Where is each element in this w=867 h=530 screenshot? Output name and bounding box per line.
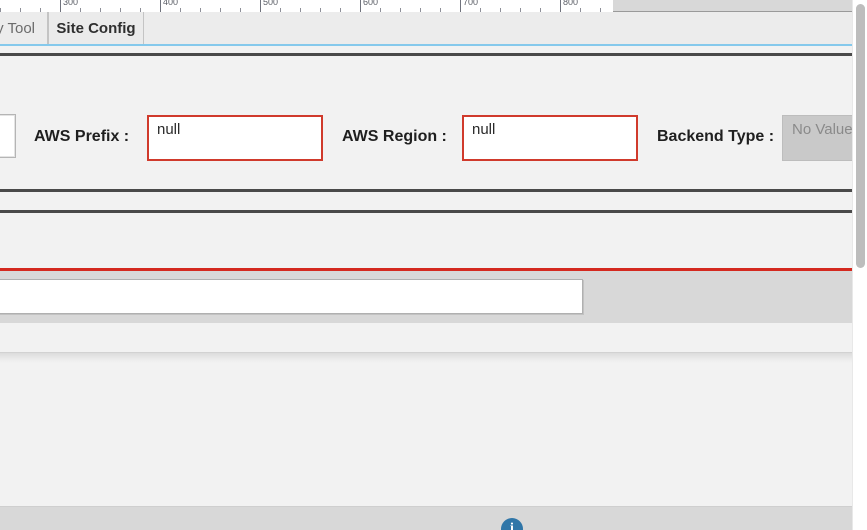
ruler-label: 500 xyxy=(263,0,279,7)
tab-deploy-tool[interactable]: y Tool xyxy=(0,12,48,46)
ruler-minor-tick xyxy=(500,8,501,12)
ruler-minor-tick xyxy=(600,8,601,12)
config-form-row: AWS Prefix : null AWS Region : null Back… xyxy=(0,59,867,212)
ruler-minor-tick xyxy=(400,8,401,12)
ruler-minor-tick xyxy=(0,8,1,12)
spacer-band-a xyxy=(0,192,867,210)
backend-type-label: Backend Type : xyxy=(657,128,775,145)
separator-mid-lower xyxy=(0,210,867,213)
panel-drop-shadow xyxy=(0,353,867,363)
ruler-minor-tick xyxy=(380,8,381,12)
ruler-minor-tick xyxy=(340,8,341,12)
ruler-minor-tick xyxy=(280,8,281,12)
ruler-major-tick xyxy=(160,0,161,12)
aws-prefix-label: AWS Prefix : xyxy=(34,128,130,145)
ruler-label: 800 xyxy=(563,0,579,7)
ruler-major-tick xyxy=(60,0,61,12)
tab-bar-accent-underline xyxy=(0,44,867,46)
aws-region-value: null xyxy=(472,121,496,138)
ruler-minor-tick xyxy=(100,8,101,12)
left-truncated-input[interactable] xyxy=(0,114,16,158)
ruler-minor-tick xyxy=(420,8,421,12)
aws-prefix-input[interactable]: null xyxy=(147,115,323,161)
aws-region-label: AWS Region : xyxy=(342,128,447,145)
right-edge-column xyxy=(852,0,853,530)
search-input[interactable] xyxy=(0,279,583,314)
tab-bar: y Tool Site Config xyxy=(0,12,867,46)
ruler-minor-tick xyxy=(40,8,41,12)
aws-region-input[interactable]: null xyxy=(462,115,638,161)
ruler-right-filler xyxy=(613,0,867,12)
ruler-major-tick xyxy=(460,0,461,12)
ruler-minor-tick xyxy=(120,8,121,12)
vertical-scrollbar-track[interactable] xyxy=(853,0,867,530)
ruler-minor-tick xyxy=(220,8,221,12)
ruler-minor-tick xyxy=(240,8,241,12)
ruler-minor-tick xyxy=(580,8,581,12)
ruler-minor-tick xyxy=(320,8,321,12)
ruler-minor-tick xyxy=(300,8,301,12)
ruler-minor-tick xyxy=(80,8,81,12)
ruler-minor-tick xyxy=(480,8,481,12)
validation-error-rule xyxy=(0,268,867,271)
ruler-ticks: 300 400 500 600 700 800 xyxy=(0,0,613,12)
ruler-minor-tick xyxy=(180,8,181,12)
info-icon[interactable]: i xyxy=(501,518,523,530)
ruler-major-tick xyxy=(360,0,361,12)
ruler-minor-tick xyxy=(200,8,201,12)
ruler-label: 300 xyxy=(63,0,79,7)
panel-header-area xyxy=(0,323,867,353)
separator-mid-upper xyxy=(0,189,867,192)
ruler-minor-tick xyxy=(440,8,441,12)
aws-prefix-value: null xyxy=(157,121,181,138)
panel-content-area xyxy=(0,363,867,507)
ruler-label: 600 xyxy=(363,0,379,7)
ruler-label: 700 xyxy=(463,0,479,7)
ruler-major-tick xyxy=(260,0,261,12)
tab-site-config[interactable]: Site Config xyxy=(48,12,144,46)
ruler-label: 400 xyxy=(163,0,179,7)
backend-type-value: No Value xyxy=(792,121,853,138)
ruler-minor-tick xyxy=(140,8,141,12)
spacer-band-b xyxy=(0,213,867,268)
ruler-minor-tick xyxy=(20,8,21,12)
search-toolbar xyxy=(0,271,867,323)
horizontal-ruler: 300 400 500 600 700 800 xyxy=(0,0,613,12)
status-bar xyxy=(0,507,867,530)
ruler-minor-tick xyxy=(520,8,521,12)
ruler-minor-tick xyxy=(540,8,541,12)
ruler-major-tick xyxy=(560,0,561,12)
separator-top xyxy=(0,53,867,56)
vertical-scrollbar-thumb[interactable] xyxy=(856,4,865,268)
